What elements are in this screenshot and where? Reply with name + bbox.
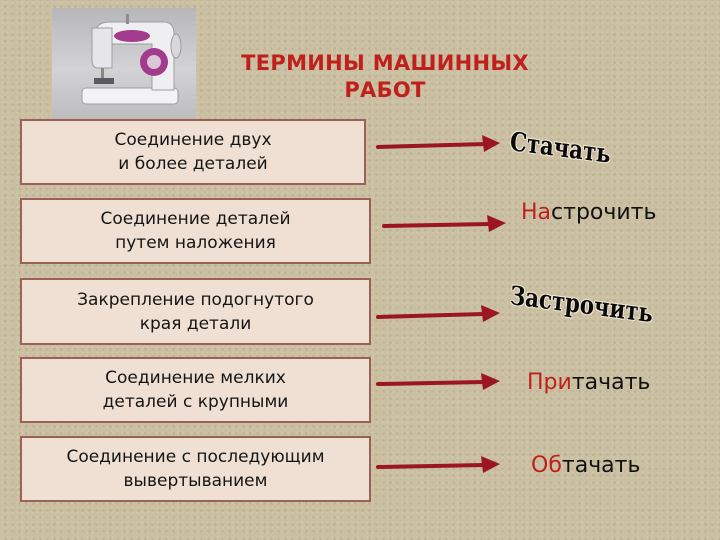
arrow-2	[382, 215, 506, 232]
definition-box-2: Соединение деталей путем наложения	[20, 198, 371, 264]
definition-line: Соединение двух	[114, 130, 272, 150]
arrow-1	[376, 135, 500, 152]
definition-line: Соединение деталей	[100, 209, 291, 229]
term-highlight: Об	[531, 453, 562, 478]
definition-box-3: Закрепление подогнутого края детали	[20, 278, 371, 345]
definition-box-1: Соединение двух и более деталей	[20, 119, 366, 185]
arrow-4	[376, 373, 500, 390]
term-2: Настрочить	[521, 199, 656, 227]
definition-box-5: Соединение с последующим вывертыванием	[20, 436, 371, 502]
term-4: Притачать	[527, 369, 650, 397]
term-rest: тачать	[561, 453, 641, 478]
definition-line: и более деталей	[118, 154, 268, 174]
term-5: Обтачать	[531, 452, 640, 480]
term-rest: тачать	[571, 370, 651, 395]
title-line-1: ТЕРМИНЫ МАШИННЫХ	[241, 51, 529, 75]
term-highlight: На	[521, 200, 552, 225]
sewing-machine-icon	[81, 14, 182, 105]
definition-line: Закрепление подогнутого	[77, 289, 314, 310]
definition-line: края детали	[139, 313, 252, 334]
term-rest: строчить	[551, 200, 657, 225]
definition-line: деталей с крупными	[102, 392, 289, 412]
definition-line: Соединение мелких	[105, 368, 286, 388]
definition-line: Соединение с последующим	[66, 447, 325, 467]
arrow-5	[376, 456, 500, 473]
arrow-3	[376, 305, 500, 322]
sewing-machine-image	[52, 8, 196, 120]
definition-line: вывертыванием	[123, 471, 268, 491]
definition-box-4: Соединение мелких деталей с крупными	[20, 357, 371, 423]
page-title: ТЕРМИНЫ МАШИННЫХ РАБОТ	[230, 50, 540, 104]
definition-line: путем наложения	[115, 233, 276, 253]
term-highlight: При	[527, 370, 572, 395]
title-line-2: РАБОТ	[344, 78, 426, 102]
